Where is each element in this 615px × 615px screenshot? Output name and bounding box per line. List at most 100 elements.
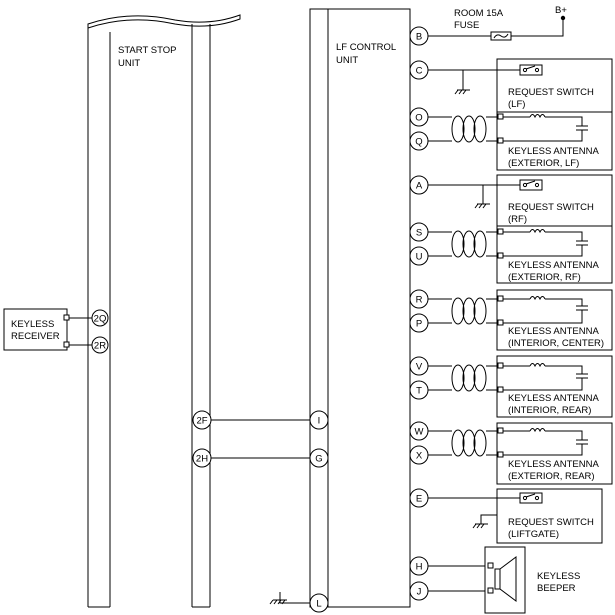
antenna-interior-rear: KEYLESS ANTENNA (INTERIOR, REAR)	[428, 355, 613, 418]
svg-text:W: W	[415, 427, 424, 438]
antenna-interior-center-label-2: (INTERIOR, CENTER)	[508, 338, 604, 349]
svg-text:C: C	[416, 66, 423, 77]
request-switch-liftgate-label-2: (LIFTGATE)	[508, 529, 559, 540]
antenna-exterior-rear-label-2: (EXTERIOR, REAR)	[508, 471, 595, 482]
antenna-interior-center-box	[496, 289, 613, 351]
pin-j: J	[409, 581, 429, 601]
keyless-beeper: KEYLESS BEEPER	[428, 546, 580, 614]
antenna-exterior-lf-label-2: (EXTERIOR, LF)	[508, 158, 579, 169]
svg-text:X: X	[416, 451, 423, 462]
fuse-label-2: FUSE	[454, 20, 479, 31]
svg-text:S: S	[416, 228, 422, 239]
lf-control-title-1: LF CONTROL	[336, 42, 396, 53]
pin-i-label: I	[318, 416, 321, 427]
pin-l	[309, 593, 329, 613]
beeper-label-2: BEEPER	[537, 583, 576, 594]
pin-2r	[91, 336, 109, 354]
pin-a: A	[409, 175, 429, 195]
antenna-exterior-rear-label-1: KEYLESS ANTENNA	[508, 459, 599, 470]
beeper-label-1: KEYLESS	[537, 571, 580, 582]
pin-p: P	[409, 313, 429, 333]
start-stop-title-2: UNIT	[118, 58, 140, 69]
pin-2h-label: 2H	[196, 454, 208, 465]
pin-u: U	[409, 246, 429, 266]
antenna-interior-center: KEYLESS ANTENNA (INTERIOR, CENTER)	[428, 289, 613, 351]
b-plus-label: B+	[555, 5, 567, 16]
switch-liftgate-icon	[519, 492, 543, 504]
coil-icon	[529, 114, 546, 119]
pin-g	[309, 448, 329, 468]
svg-text:A: A	[416, 181, 423, 192]
antenna-exterior-rf-label-2: (EXTERIOR, RF)	[508, 272, 581, 283]
request-switch-rf-label-1: REQUEST SWITCH	[508, 202, 594, 213]
antenna-exterior-rear-box	[496, 422, 613, 485]
twisted-pair-icon	[451, 297, 487, 325]
lf-control-outline	[309, 8, 411, 608]
receiver-box	[3, 308, 68, 351]
twisted-pair-icon	[451, 364, 487, 392]
pin-t: T	[409, 380, 429, 400]
fuse-label-1: ROOM 15A	[454, 8, 504, 19]
lf-control-unit: LF CONTROL UNIT	[309, 8, 411, 608]
pin-c: C	[409, 60, 429, 80]
antenna-exterior-rf-label-1: KEYLESS ANTENNA	[508, 260, 599, 271]
request-switch-rf-label-2: (RF)	[508, 214, 527, 225]
coil-icon	[529, 363, 546, 368]
pin-l-label: L	[316, 599, 321, 610]
break-mark	[87, 14, 241, 29]
pin-g-label: G	[315, 454, 322, 465]
coil-icon	[529, 296, 546, 301]
request-switch-rf-box	[496, 174, 613, 227]
svg-text:H: H	[416, 562, 423, 573]
antenna-exterior-lf: KEYLESS ANTENNA (EXTERIOR, LF)	[428, 111, 613, 171]
pin-x: X	[409, 445, 429, 465]
switch-lf-icon	[519, 64, 543, 76]
lf-control-pins: B C O Q A S U R P V T W X E H J	[409, 26, 429, 601]
antenna-exterior-rf-box	[496, 225, 613, 284]
svg-text:T: T	[416, 386, 422, 397]
ground-icon	[474, 203, 490, 209]
svg-text:J: J	[417, 587, 422, 598]
pin-e: E	[409, 488, 429, 508]
pin-b: B	[409, 26, 429, 46]
unit-links: 2F 2H I G L	[192, 410, 329, 613]
pin-2q	[91, 309, 109, 327]
ground-icon	[454, 89, 470, 95]
pin-2r-label: 2R	[94, 341, 106, 352]
twisted-pair-icon	[451, 230, 487, 258]
pin-o: O	[409, 107, 429, 127]
request-switch-liftgate: REQUEST SWITCH (LIFTGATE)	[428, 488, 603, 544]
antenna-interior-center-label-1: KEYLESS ANTENNA	[508, 326, 599, 337]
pin-v: V	[409, 356, 429, 376]
request-switch-rf: REQUEST SWITCH (RF)	[428, 174, 613, 227]
start-stop-title-1: START STOP	[118, 45, 176, 56]
antenna-interior-rear-label-1: KEYLESS ANTENNA	[508, 393, 599, 404]
pin-q: Q	[409, 131, 429, 151]
request-switch-lf-label-2: (LF)	[508, 99, 525, 110]
twisted-pair-icon	[451, 115, 487, 143]
coil-icon	[529, 229, 546, 234]
power-supply: B+ ROOM 15A FUSE	[428, 5, 567, 41]
request-switch-lf-box	[496, 58, 613, 113]
request-switch-lf: REQUEST SWITCH (LF)	[428, 58, 613, 113]
svg-text:R: R	[416, 295, 423, 306]
start-stop-unit: START STOP UNIT	[87, 14, 241, 608]
antenna-exterior-lf-label-1: KEYLESS ANTENNA	[508, 146, 599, 157]
pin-w: W	[409, 421, 429, 441]
lf-control-title-2: UNIT	[336, 55, 358, 66]
antenna-exterior-rf: KEYLESS ANTENNA (EXTERIOR, RF)	[428, 225, 613, 284]
receiver-label-2: RECEIVER	[11, 331, 60, 342]
request-switch-liftgate-label-1: REQUEST SWITCH	[508, 517, 594, 528]
pin-2f-label: 2F	[196, 416, 207, 427]
svg-text:B: B	[416, 32, 422, 43]
svg-text:E: E	[416, 494, 422, 505]
receiver-label-1: KEYLESS	[11, 319, 54, 330]
svg-text:V: V	[416, 362, 423, 373]
pin-h: H	[409, 556, 429, 576]
svg-text:P: P	[416, 319, 422, 330]
ground-icon	[472, 523, 488, 529]
pin-s: S	[409, 222, 429, 242]
keyless-receiver: KEYLESS RECEIVER 2Q 2R	[3, 308, 109, 354]
